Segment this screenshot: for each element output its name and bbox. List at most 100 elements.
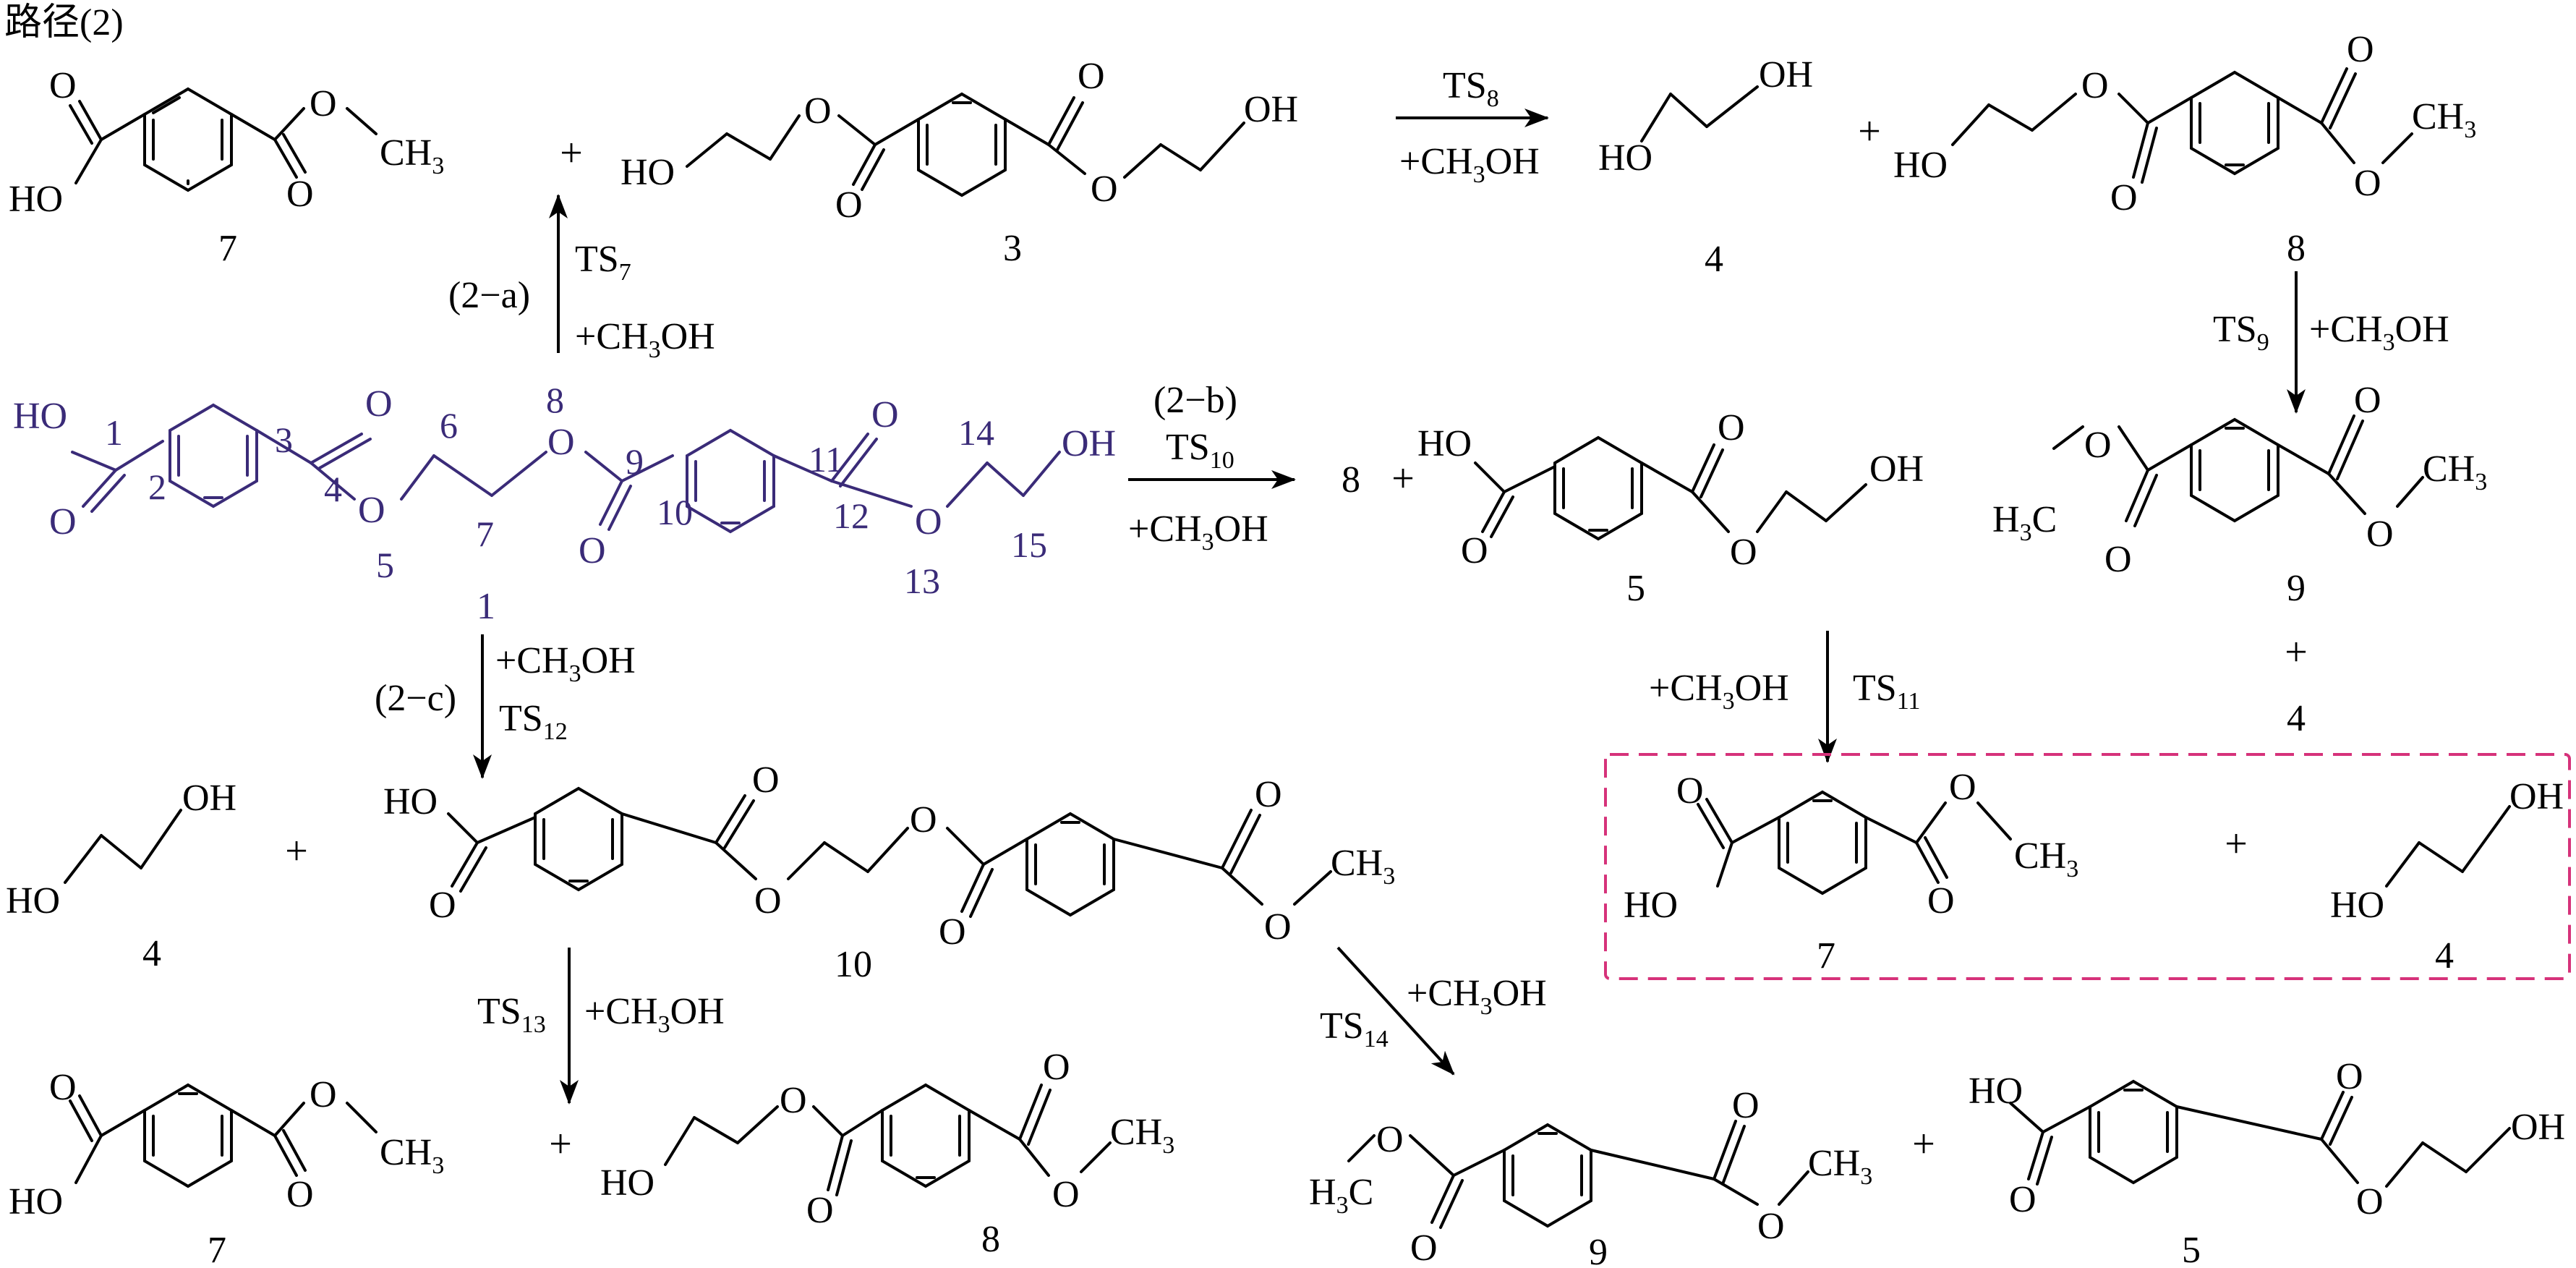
atom-o: O: [1091, 169, 1118, 210]
atom-h3c: H3C: [1309, 1172, 1373, 1219]
ts-label-12: TS12: [499, 698, 568, 745]
reagent-label: +CH3OH: [1399, 141, 1540, 188]
compound-number-9: 9: [1589, 1232, 1608, 1268]
atom-ho: HO: [1598, 137, 1652, 179]
atom-ho: HO: [383, 781, 438, 822]
atom-o: O: [2081, 65, 2109, 106]
atom-number: 7: [476, 514, 494, 554]
final-products-box: [1604, 753, 2571, 980]
compound-number-7: 7: [1817, 935, 1835, 976]
atom-ho: HO: [9, 179, 63, 220]
atom-ch3: CH3: [2412, 96, 2476, 143]
atom-oh: OH: [2511, 1107, 2565, 1148]
atom-ch3: CH3: [1808, 1143, 1872, 1190]
atom-o: O: [547, 422, 575, 463]
atom-o: O: [49, 501, 77, 542]
atom-o: O: [754, 880, 782, 922]
molecule-3: [686, 92, 1245, 197]
atom-ho: HO: [1417, 423, 1472, 464]
ts-label-14: TS14: [1320, 1005, 1389, 1052]
atom-o: O: [2366, 514, 2394, 555]
atom-o: O: [2336, 1056, 2363, 1097]
atom-o: O: [1078, 56, 1105, 97]
atom-ch3: CH3: [2014, 835, 2078, 882]
plus-signs: + + + + + + + +: [285, 109, 2308, 1167]
plus-sign: +: [1912, 1122, 1935, 1167]
atom-o: O: [1461, 530, 1488, 571]
atom-ho: HO: [1624, 885, 1678, 926]
atom-o: O: [1264, 906, 1292, 948]
atom-o: O: [358, 490, 385, 531]
reagent-label: +CH3OH: [2309, 309, 2449, 356]
atom-number: 4: [324, 469, 342, 509]
atom-number: 10: [657, 492, 693, 532]
atom-number: 6: [440, 405, 458, 446]
reagent-label: +CH3OH: [1649, 668, 1789, 715]
atom-o: O: [2347, 29, 2374, 70]
reaction-labels: (2−a) TS7 +CH3OH TS8 +CH3OH (2−b) TS10 +…: [375, 65, 2449, 1052]
compound-number-4: 4: [142, 933, 161, 974]
atom-oh: OH: [182, 778, 236, 819]
plus-sign: +: [285, 829, 308, 874]
atom-numbering: 1 2 3 4 5 6 7 8 9 10 11 12 13 14 15: [105, 380, 1047, 601]
atom-ch3: CH3: [380, 1132, 444, 1179]
atom-o: O: [1676, 770, 1704, 812]
atom-o: O: [806, 1190, 834, 1231]
reagent-label: +CH3OH: [1407, 973, 1547, 1020]
compound-number-3: 3: [1003, 228, 1022, 269]
plus-sign: +: [1858, 109, 1881, 154]
atom-o: O: [2354, 163, 2381, 204]
atom-ch3: CH3: [2423, 448, 2487, 495]
atom-ho: HO: [1969, 1071, 2023, 1112]
molecule-5-bottom: [2009, 1079, 2511, 1188]
atom-ho: HO: [6, 880, 60, 922]
path-label-2b: (2−b): [1153, 380, 1237, 421]
atom-number: 8: [546, 380, 564, 420]
compound-number-4: 4: [2435, 935, 2454, 976]
atom-ho: HO: [2330, 885, 2384, 926]
atom-o: O: [49, 65, 77, 106]
molecule-9-middle: [2052, 414, 2424, 527]
atom-oh: OH: [1244, 89, 1298, 130]
compound-number-5: 5: [1626, 568, 1645, 609]
atom-o: O: [2354, 380, 2381, 421]
molecule-7-top: [69, 87, 378, 192]
atom-o: O: [2356, 1181, 2384, 1222]
ts-label-11: TS11: [1853, 668, 1920, 715]
atom-o: O: [1757, 1206, 1785, 1247]
atom-ho: HO: [620, 152, 675, 193]
atom-o: O: [1718, 407, 1745, 448]
reagent-label: +CH3OH: [1128, 509, 1268, 556]
atom-ho: HO: [9, 1181, 63, 1222]
ts-label-13: TS13: [477, 991, 546, 1038]
plus-sign: +: [549, 1122, 572, 1167]
atom-o: O: [579, 530, 606, 571]
atom-o: O: [1255, 774, 1282, 815]
atom-number: 12: [833, 495, 869, 536]
plus-sign: +: [1391, 456, 1415, 501]
ts-label-7: TS7: [575, 239, 631, 286]
arrow-ts14: [1336, 946, 1455, 1076]
molecule-7-box: [1697, 790, 2012, 895]
compound-numbers: 7 3 4 8 1 5 9 4 7 4 4 10 7 8 9 5 8: [142, 228, 2454, 1268]
molecule-8-top: [1951, 67, 2413, 184]
atom-o: O: [1732, 1085, 1760, 1126]
molecule-1: [71, 403, 1061, 534]
atom-o: O: [1927, 880, 1955, 922]
atom-o: O: [49, 1067, 77, 1108]
atom-o: O: [2009, 1179, 2037, 1220]
compound-number-7: 7: [218, 228, 237, 269]
molecule-4-top: [1640, 85, 1759, 142]
atom-o: O: [804, 90, 832, 132]
compound-number-10: 10: [835, 944, 872, 985]
atom-o: O: [310, 1074, 337, 1115]
atom-o: O: [1730, 532, 1757, 573]
compound-number-9: 9: [2287, 568, 2306, 609]
atom-o: O: [2084, 425, 2112, 466]
atom-number: 13: [904, 561, 940, 601]
path-label-2c: (2−c): [375, 678, 456, 719]
atom-oh: OH: [2509, 776, 2564, 817]
atom-o: O: [310, 83, 337, 124]
reagent-label: +CH3OH: [584, 991, 725, 1038]
atom-number: 9: [626, 441, 644, 482]
